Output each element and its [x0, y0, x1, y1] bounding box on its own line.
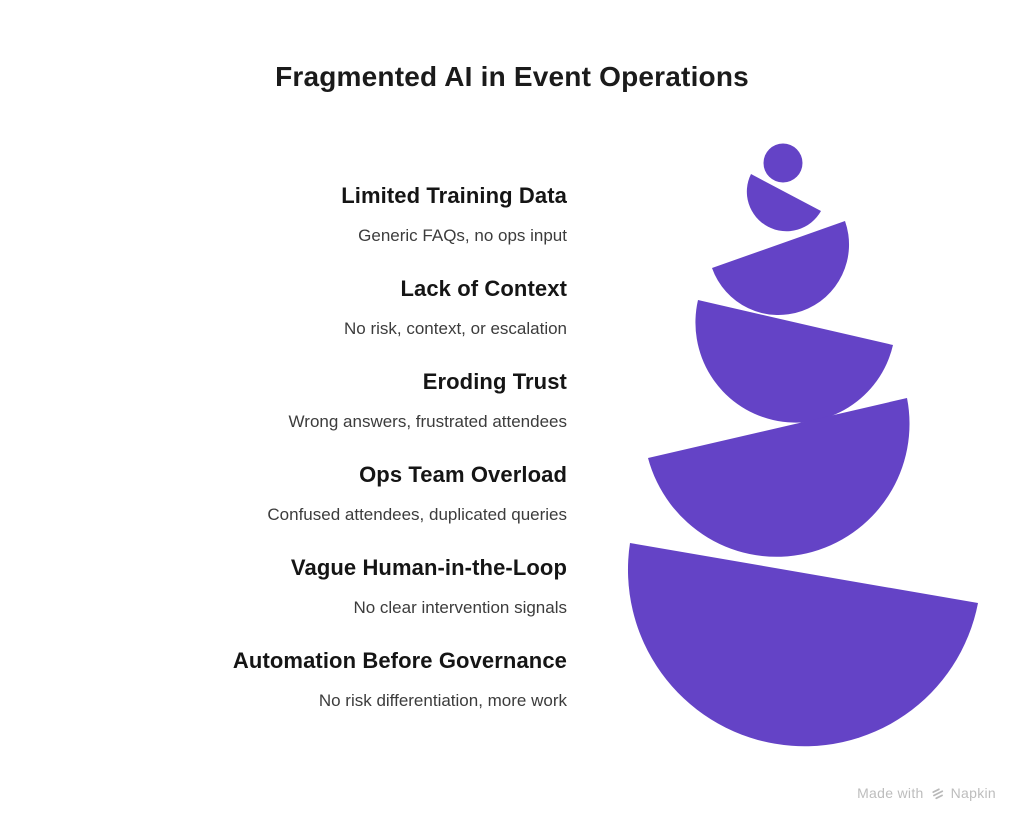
item-title: Ops Team Overload	[359, 462, 567, 487]
list-item: Ops Team Overload Confused attendees, du…	[0, 462, 567, 526]
stack-shape-bowl-3	[695, 300, 893, 423]
item-subtitle: Confused attendees, duplicated queries	[267, 505, 567, 524]
items-list: Limited Training Data Generic FAQs, no o…	[0, 183, 567, 741]
list-item: Eroding Trust Wrong answers, frustrated …	[0, 369, 567, 433]
item-subtitle: Wrong answers, frustrated attendees	[288, 412, 567, 431]
item-title: Lack of Context	[400, 276, 567, 301]
stack-shape-bowl-4	[648, 398, 910, 557]
brand-label: Napkin	[950, 785, 996, 801]
stack-shape-bowl-1	[746, 174, 821, 232]
list-item: Limited Training Data Generic FAQs, no o…	[0, 183, 567, 247]
item-title: Vague Human-in-the-Loop	[290, 555, 567, 580]
item-title: Limited Training Data	[341, 183, 567, 208]
stack-shape-circle	[763, 143, 803, 183]
item-subtitle: No risk differentiation, more work	[318, 691, 567, 710]
stack-shape-bowl-5	[627, 543, 978, 747]
list-item: Automation Before Governance No risk dif…	[0, 648, 567, 712]
made-with-label: Made with	[857, 785, 924, 801]
item-subtitle: Generic FAQs, no ops input	[358, 226, 567, 245]
item-title: Automation Before Governance	[232, 648, 567, 673]
item-subtitle: No clear intervention signals	[353, 598, 567, 617]
item-title: Eroding Trust	[422, 369, 567, 394]
page-title: Fragmented AI in Event Operations	[275, 61, 749, 92]
list-item: Lack of Context No risk, context, or esc…	[0, 276, 567, 340]
item-subtitle: No risk, context, or escalation	[344, 319, 567, 338]
made-with-napkin-credit: Made with Napkin	[857, 785, 996, 802]
napkin-logo-icon	[931, 788, 943, 800]
stack-shape-bowl-2	[712, 221, 850, 316]
list-item: Vague Human-in-the-Loop No clear interve…	[0, 555, 567, 619]
